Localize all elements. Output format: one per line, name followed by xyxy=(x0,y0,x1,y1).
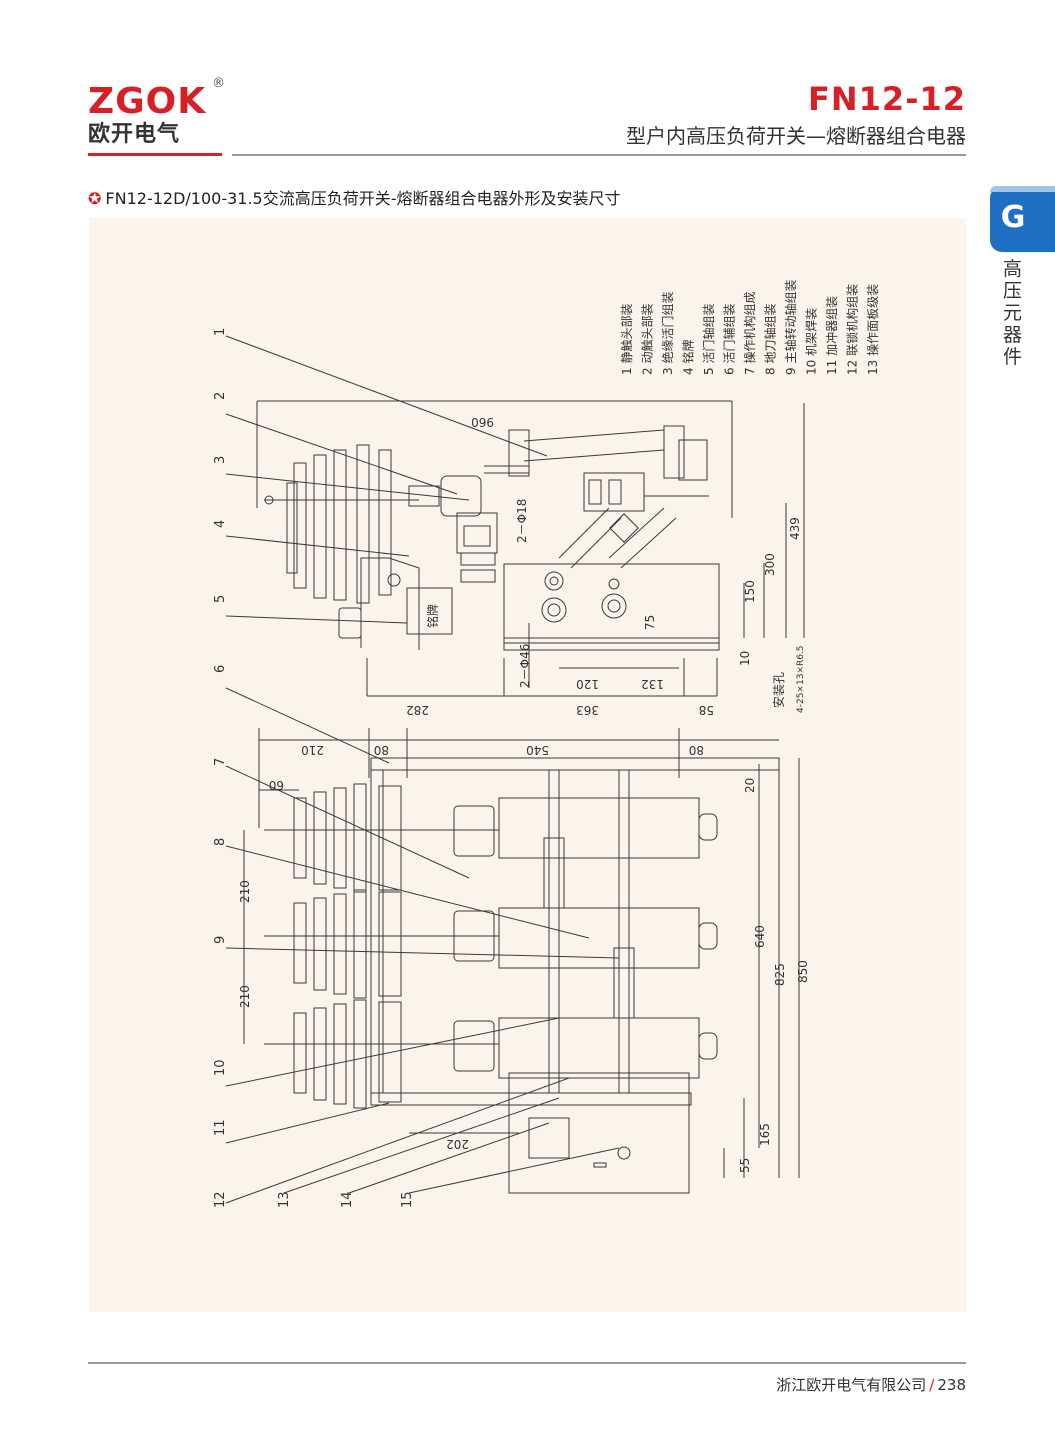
dimension-label: 300 xyxy=(763,553,777,576)
callout-number: 7 xyxy=(213,758,228,766)
page-footer: 浙江欧开电气有限公司/238 xyxy=(776,1374,966,1395)
footer-company: 浙江欧开电气有限公司 xyxy=(776,1376,927,1394)
dimension-label: 10 xyxy=(738,651,752,666)
chapter-tab-highlight xyxy=(990,186,1055,192)
callout-number: 14 xyxy=(340,1191,355,1208)
legend-item: 2 动触头部装 xyxy=(640,304,655,375)
chapter-tab xyxy=(990,186,1055,252)
legend-item: 10 机架焊装 xyxy=(804,308,819,375)
legend-item: 3 绝缘活门组装 xyxy=(660,292,675,375)
page-number: 238 xyxy=(937,1376,966,1394)
legend-item: 8 地刀轴组装 xyxy=(763,304,778,375)
parts-legend: 1 静触头部装 2 动触头部装 3 绝缘活门组装 4 铭牌 5 活门轴组装 6 活门辅组装… xyxy=(619,280,880,375)
callout-number: 2 xyxy=(213,392,228,400)
insulator-stack-3 xyxy=(264,999,700,1109)
insulator-stack-1 xyxy=(264,783,700,893)
section-marker-icon: ✪ xyxy=(88,189,102,208)
brand-name-cn: 欧开电气 xyxy=(88,122,181,147)
technical-drawing: 1 静触头部装 2 动触头部装 3 绝缘活门组装 4 铭牌 5 活门轴组装 6 活门辅组装… xyxy=(89,218,966,1312)
product-model: FN12-12 xyxy=(808,80,966,118)
dimension-label: 165 xyxy=(758,1123,772,1146)
dimension-label: 60 xyxy=(269,778,284,792)
dimension-label: 20 xyxy=(743,778,757,793)
dimension-label: 210 xyxy=(238,985,252,1008)
legend-item: 11 加冲器组装 xyxy=(824,296,839,375)
dimension-label: 202 xyxy=(446,1137,469,1151)
registered-mark: ® xyxy=(212,76,225,91)
legend-item: 7 操作机构组成 xyxy=(742,292,757,375)
chapter-letter: G xyxy=(1000,200,1026,235)
chapter-label: 高压元器件 xyxy=(1003,258,1023,368)
plan-bottom-rail xyxy=(370,1092,692,1106)
footer-rule xyxy=(88,1362,966,1364)
legend-item: 13 操作面板级装 xyxy=(865,284,880,375)
callout-number: 10 xyxy=(213,1059,228,1076)
dimension-label: 58 xyxy=(699,703,714,717)
dimension-label: 2－Φ18 xyxy=(515,499,529,543)
callout-number: 4 xyxy=(213,520,228,528)
brand-logo: ZGOK ® 欧开电气 xyxy=(88,76,225,148)
callout-number: 5 xyxy=(213,595,228,603)
dimension-label: 210 xyxy=(238,880,252,903)
callout-number: 15 xyxy=(400,1191,415,1208)
legend-item: 4 铭牌 xyxy=(681,340,696,375)
dimension-label: 120 xyxy=(576,677,599,691)
callout-number: 11 xyxy=(213,1119,228,1136)
nameplate-label: 铭牌 xyxy=(425,604,440,628)
footer-separator: / xyxy=(929,1376,935,1394)
mount-hole-label: 安装孔 xyxy=(771,672,786,708)
legend-item: 12 联锁机构组装 xyxy=(845,284,860,375)
header-rule xyxy=(232,154,966,156)
callout-number: 3 xyxy=(213,456,228,464)
drawing-svg: 1 静触头部装 2 动触头部装 3 绝缘活门组装 4 铭牌 5 活门轴组装 6 活门辅组装… xyxy=(213,280,880,1208)
dimension-label: 540 xyxy=(526,743,549,757)
logo-wordmark: ZGOK xyxy=(88,81,207,122)
callout-number: 6 xyxy=(213,665,228,673)
drawing-linework xyxy=(225,335,805,1204)
dimension-label: 132 xyxy=(641,677,664,691)
dimension-label: 2－Φ46 xyxy=(518,644,532,688)
section-title-text: FN12-12D/100-31.5交流高压负荷开关-熔断器组合电器外形及安装尺寸 xyxy=(105,189,621,208)
callout-number: 9 xyxy=(213,936,228,944)
dimension-label: 825 xyxy=(773,963,787,986)
callout-number: 13 xyxy=(277,1191,292,1208)
dimension-label: 210 xyxy=(301,743,324,757)
dimension-label: 850 xyxy=(796,960,810,983)
legend-item: 1 静触头部装 xyxy=(619,304,634,375)
callout-number: 1 xyxy=(213,328,228,336)
plan-top-rail xyxy=(370,757,780,771)
dimension-label: 75 xyxy=(643,615,657,630)
legend-item: 9 主轴转动轴组装 xyxy=(783,280,798,375)
section-title: ✪FN12-12D/100-31.5交流高压负荷开关-熔断器组合电器外形及安装尺… xyxy=(88,185,621,209)
nameplate-box xyxy=(406,587,453,635)
frame-box xyxy=(503,563,720,651)
dimension-label: 80 xyxy=(689,743,704,757)
legend-item: 6 活门辅组装 xyxy=(722,304,737,375)
dimension-label: 55 xyxy=(738,1158,752,1173)
legend-item: 5 活门轴组装 xyxy=(701,304,716,375)
header-rule-accent xyxy=(88,153,222,156)
dimension-label: 439 xyxy=(788,517,802,540)
dimension-label: 363 xyxy=(576,703,599,717)
callout-number: 12 xyxy=(213,1191,228,1208)
callout-number: 8 xyxy=(213,838,228,846)
side-plate xyxy=(360,557,420,650)
dimension-label: 640 xyxy=(753,925,767,948)
dimension-label: 282 xyxy=(406,703,429,717)
dimension-label: 80 xyxy=(374,743,389,757)
product-subtitle: 型户内高压负荷开关—熔断器组合电器 xyxy=(626,124,966,148)
dimension-label: 960 xyxy=(471,415,494,429)
dimension-label: 150 xyxy=(743,580,757,603)
dimension-labels: 960 439 300 150 75 10 2－Φ18 2－Φ46 120 132 282 363 58… xyxy=(238,415,810,1173)
mount-hole-spec: 4-25×13×R6.5 xyxy=(796,645,806,713)
